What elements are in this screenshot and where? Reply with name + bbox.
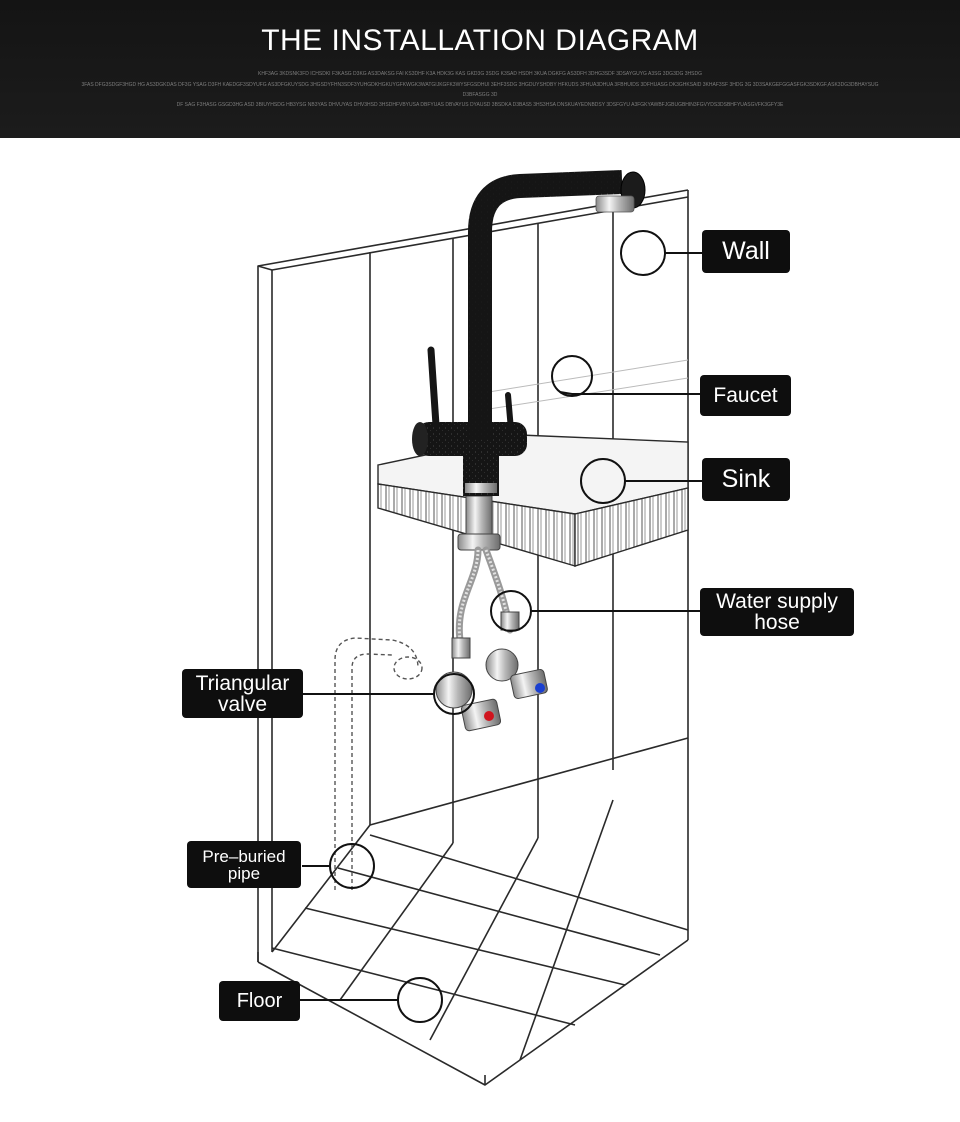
wall-structure bbox=[257, 189, 689, 1086]
header-filler-text-1: KHF3AG 3KDSNK3FD ICHSDKI F3KASG D3KG AS3… bbox=[258, 71, 702, 77]
header-filler-text-2: 3FAS DFG3SDGF3HGD HG AS3DGKDAS DF3G YSAG… bbox=[81, 82, 879, 88]
cold-indicator bbox=[535, 683, 545, 693]
triangular-valves-drawing bbox=[435, 648, 548, 732]
label-triangular-valve-text: Triangular valve bbox=[195, 671, 290, 716]
label-wall: Wall bbox=[702, 230, 790, 273]
callout-lines bbox=[300, 230, 702, 1023]
header-filler-text-4: DF SAG F3HASG GSGD3HG ASD 3BIUYHSDG HB3Y… bbox=[176, 102, 784, 108]
label-floor-text: Floor bbox=[236, 990, 283, 1012]
label-floor: Floor bbox=[219, 981, 300, 1021]
hot-indicator bbox=[484, 711, 494, 721]
header-filler-text-3: D3BFASGG 3D bbox=[462, 92, 498, 98]
pre-buried-pipe-drawing bbox=[334, 637, 423, 890]
label-faucet: Faucet bbox=[700, 375, 791, 416]
page-title: THE INSTALLATION DIAGRAM bbox=[261, 24, 699, 57]
installation-illustration bbox=[257, 170, 702, 1086]
label-wall-text: Wall bbox=[722, 237, 770, 265]
label-water-supply-hose-text: Water supply hose bbox=[716, 590, 838, 634]
label-sink: Sink bbox=[702, 458, 790, 501]
header-banner: THE INSTALLATION DIAGRAM KHF3AG 3KDSNK3F… bbox=[0, 0, 960, 138]
label-sink-text: Sink bbox=[721, 465, 771, 493]
label-pre-buried-pipe: Pre–buried pipe bbox=[187, 841, 301, 888]
label-water-supply-hose: Water supply hose bbox=[700, 588, 854, 636]
sink-countertop bbox=[377, 359, 689, 567]
faucet-drawing bbox=[412, 170, 646, 496]
label-pre-buried-pipe-text: Pre–buried pipe bbox=[202, 846, 286, 883]
label-triangular-valve: Triangular valve bbox=[182, 669, 303, 718]
water-supply-hose-drawing bbox=[451, 495, 520, 659]
label-faucet-text: Faucet bbox=[713, 384, 778, 407]
